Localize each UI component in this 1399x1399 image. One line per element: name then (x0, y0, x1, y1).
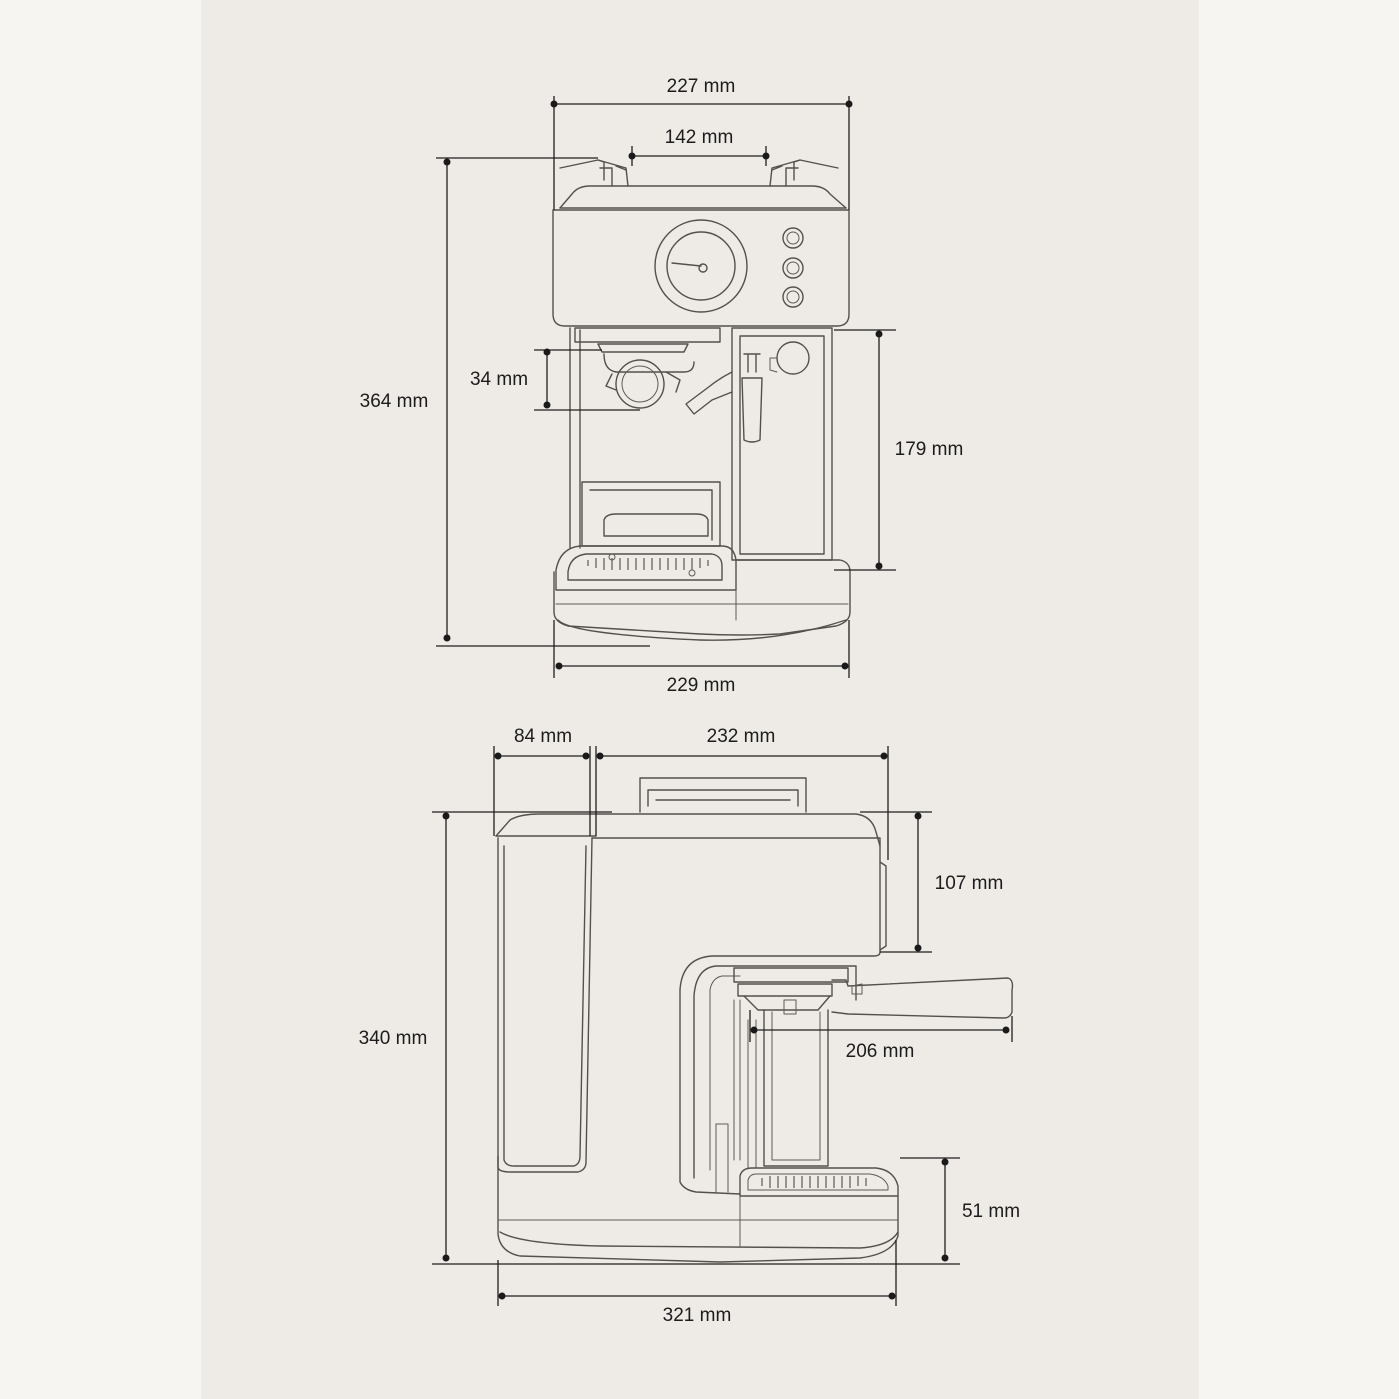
front-view-machine (552, 159, 851, 641)
front-tank-height-label: 179 mm (895, 439, 964, 460)
front-portafilter-height-label: 34 mm (470, 369, 528, 390)
side-height-label: 340 mm (359, 1028, 428, 1049)
side-body-depth-label: 232 mm (707, 726, 776, 747)
side-view-machine (495, 777, 1014, 1263)
side-head-height-label: 107 mm (935, 873, 1004, 894)
side-drip-tray-height-label: 51 mm (962, 1201, 1020, 1222)
side-portafilter-length-label: 206 mm (846, 1041, 915, 1062)
drawing-sheet (201, 0, 1199, 1399)
side-dimension-lines (432, 746, 1013, 1306)
front-handle-spacing-label: 142 mm (665, 127, 734, 148)
front-height-label: 364 mm (360, 391, 429, 412)
front-width-base-label: 229 mm (667, 675, 736, 696)
front-dimension-lines (436, 96, 896, 678)
side-depth-label: 321 mm (663, 1305, 732, 1326)
front-width-top-label: 227 mm (667, 76, 736, 97)
side-tank-depth-label: 84 mm (514, 726, 572, 747)
